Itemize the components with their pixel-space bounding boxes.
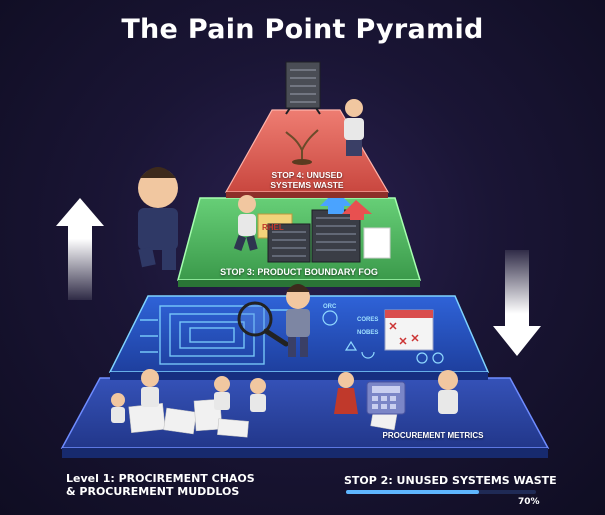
tier-base — [60, 377, 550, 458]
level-1-caption-line2: & PROCUREMENT MUDDLOS — [66, 485, 240, 498]
tier-base-label: PROCUREMENT METRICS — [382, 431, 484, 440]
folder-icon-text: RHEL — [262, 223, 284, 232]
server-rack-icon — [285, 61, 321, 115]
orc-icon-text: ORC — [323, 304, 337, 310]
stop-2-progress-percent: 70% — [518, 497, 540, 507]
tier-green-label: STOP 3: PRODUCT BOUNDARY FOG — [220, 267, 378, 277]
figure-watering-icon — [344, 99, 364, 156]
cores-icon-text: CORES — [357, 317, 378, 323]
stop-2-progress-fill — [346, 490, 479, 494]
stop-2-caption: STOP 2: UNUSED SYSTEMS WASTE — [344, 474, 557, 487]
arrow-up-icon — [56, 198, 104, 300]
tier-top-label: STOP 4: UNUSED SYSTEMS WASTE — [270, 170, 344, 190]
figure-group-icon — [111, 369, 458, 423]
page-title: The Pain Point Pyramid — [121, 14, 484, 45]
figure-stressed-icon — [138, 167, 178, 270]
arrow-down-icon — [493, 250, 541, 356]
nodes-icon-text: NOBES — [357, 330, 378, 336]
level-1-caption-line1: Level 1: PROCIREMENT CHAOS — [66, 472, 255, 485]
stop-2-progress-bar — [346, 490, 536, 494]
figure-searching-icon — [286, 284, 310, 357]
figure-running-icon — [233, 195, 258, 251]
level-1-caption: Level 1: PROCIREMENT CHAOS & PROCUREMENT… — [66, 472, 255, 498]
